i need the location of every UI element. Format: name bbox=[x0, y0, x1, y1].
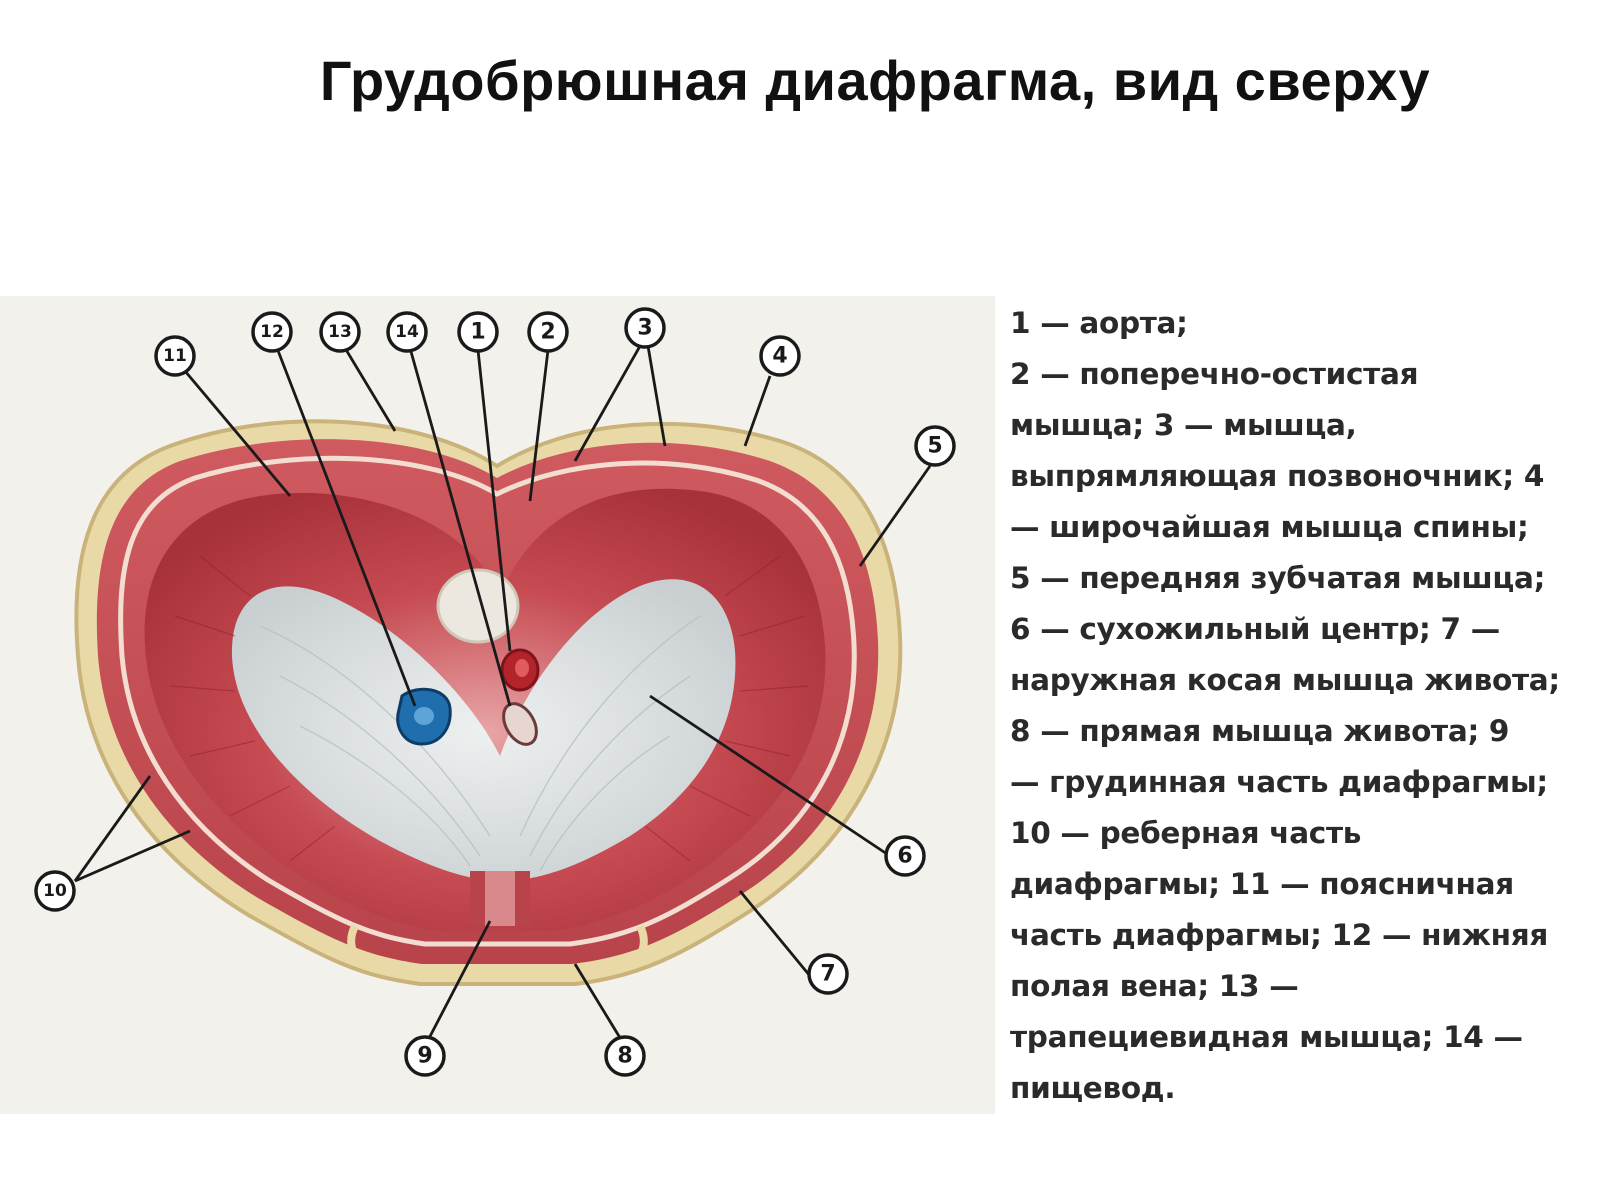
svg-text:7: 7 bbox=[820, 962, 835, 987]
tendon-fibres bbox=[259, 615, 701, 872]
vena-cava-lumen bbox=[414, 707, 434, 725]
legend-line: 5 — передняя зубчатая мышца; bbox=[1010, 561, 1546, 595]
svg-text:1: 1 bbox=[470, 320, 485, 345]
svg-text:5: 5 bbox=[927, 434, 942, 459]
callout-11: 11 bbox=[154, 335, 196, 377]
muscle-fibres bbox=[169, 555, 809, 862]
rib-right bbox=[614, 924, 648, 972]
legend-line: — грудинная часть диафрагмы; bbox=[1010, 765, 1548, 799]
callout-3: 3 bbox=[624, 307, 666, 349]
svg-text:2: 2 bbox=[540, 320, 555, 345]
callout-12: 12 bbox=[251, 311, 293, 353]
legend-line: 8 — прямая мышца живота; 9 bbox=[1010, 714, 1510, 748]
callout-10: 10 bbox=[34, 870, 76, 912]
callout-7: 7 bbox=[807, 953, 849, 995]
svg-text:9: 9 bbox=[417, 1044, 432, 1069]
central-tendon bbox=[231, 579, 736, 881]
leader-lines bbox=[73, 345, 932, 1047]
legend-line: — широчайшая мышца спины; bbox=[1010, 510, 1529, 544]
legend-line: полая вена; 13 — bbox=[1010, 969, 1299, 1003]
fascia-line bbox=[118, 455, 857, 947]
legend-line: мышца; 3 — мышца, bbox=[1010, 408, 1357, 442]
callout-1: 1 bbox=[457, 311, 499, 353]
legend-line: часть диафрагмы; 12 — нижняя bbox=[1010, 918, 1548, 952]
svg-text:13: 13 bbox=[328, 322, 352, 342]
svg-text:14: 14 bbox=[395, 322, 419, 342]
legend-line: 2 — поперечно-остистая bbox=[1010, 357, 1419, 391]
callout-9: 9 bbox=[404, 1035, 446, 1077]
legend-line: трапециевидная мышца; 14 — bbox=[1010, 1020, 1523, 1054]
callout-5: 5 bbox=[914, 425, 956, 467]
svg-text:10: 10 bbox=[43, 881, 67, 901]
svg-text:11: 11 bbox=[163, 346, 187, 366]
diaphragm-illustration: 11 12 13 14 1 2 3 4 5 6 7 bbox=[0, 296, 995, 1114]
diaphragm-svg: 11 12 13 14 1 2 3 4 5 6 7 bbox=[34, 307, 956, 1077]
vertebra bbox=[436, 568, 520, 644]
callout-2: 2 bbox=[527, 311, 569, 353]
sternum bbox=[485, 871, 515, 926]
legend-line: 6 — сухожильный центр; 7 — bbox=[1010, 612, 1500, 646]
legend-line: 1 — аорта; bbox=[1010, 306, 1188, 340]
legend-line: наружная косая мышца живота; bbox=[1010, 663, 1560, 697]
page-title: Грудобрюшная диафрагма, вид сверху bbox=[319, 49, 1431, 112]
callout-13: 13 bbox=[319, 311, 361, 353]
svg-text:3: 3 bbox=[637, 316, 652, 341]
legend: 1 — аорта; 2 — поперечно-остистая мышца;… bbox=[1010, 298, 1590, 1114]
svg-text:12: 12 bbox=[260, 322, 284, 342]
aorta-lumen bbox=[515, 659, 529, 677]
svg-text:8: 8 bbox=[617, 1044, 632, 1069]
rib-left bbox=[347, 924, 381, 972]
callout-6: 6 bbox=[884, 835, 926, 877]
legend-line: выпрямляющая позвоночник; 4 bbox=[1010, 459, 1545, 493]
svg-text:6: 6 bbox=[897, 844, 912, 869]
legend-line: 10 — реберная часть bbox=[1010, 816, 1362, 850]
callout-8: 8 bbox=[604, 1035, 646, 1077]
svg-text:4: 4 bbox=[772, 344, 787, 369]
callout-4: 4 bbox=[759, 335, 801, 377]
callout-14: 14 bbox=[386, 311, 428, 353]
legend-line: пищевод. bbox=[1010, 1071, 1176, 1105]
legend-line: диафрагмы; 11 — поясничная bbox=[1010, 867, 1514, 901]
